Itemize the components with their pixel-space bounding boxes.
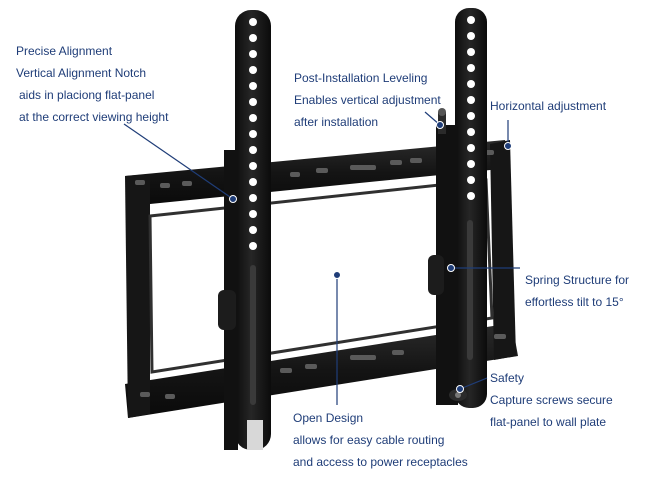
callout-horizontal-adjustment: Horizontal adjustment: [490, 95, 606, 117]
callout-title: Post-Installation Leveling: [294, 71, 428, 85]
post-installation-leader: [424, 111, 444, 129]
callout-title: Precise Alignment: [16, 44, 113, 58]
callout-line: aids in placiong flat-panel: [19, 88, 155, 102]
horizontal-adjustment-leader: [504, 120, 512, 150]
callout-title: Horizontal adjustment: [490, 99, 607, 113]
callout-line: and access to power receptacles: [293, 455, 468, 469]
callout-title: Safety: [490, 371, 525, 385]
callout-line: flat-panel to wall plate: [490, 415, 607, 429]
left-mounting-arm: [218, 10, 271, 450]
callout-line: Capture screws secure: [490, 393, 613, 407]
callout-open-design: Open Design allows for easy cable routin…: [293, 407, 468, 473]
callout-line: effortless tilt to 15°: [525, 295, 624, 309]
callout-title: Spring Structure for: [525, 273, 630, 287]
precise-alignment-leader: [123, 123, 237, 203]
callout-line: Vertical Alignment Notch: [16, 66, 147, 80]
callout-line: after installation: [294, 115, 379, 129]
callout-post-installation-leveling: Post-Installation Leveling Enables verti…: [294, 67, 441, 133]
spring-structure-leader: [447, 264, 520, 272]
callout-line: at the correct viewing height: [19, 110, 169, 124]
callout-spring-structure: Spring Structure for effortless tilt to …: [525, 269, 629, 313]
open-design-leader: [333, 271, 341, 405]
safety-leader: [456, 377, 488, 393]
callout-safety: Safety Capture screws secure flat-panel …: [490, 367, 613, 433]
callout-precise-alignment: Precise Alignment Vertical Alignment Not…: [16, 40, 168, 128]
callout-line: Enables vertical adjustment: [294, 93, 441, 107]
callout-leaders: [123, 111, 520, 405]
callout-line: allows for easy cable routing: [293, 433, 445, 447]
callout-title: Open Design: [293, 411, 364, 425]
